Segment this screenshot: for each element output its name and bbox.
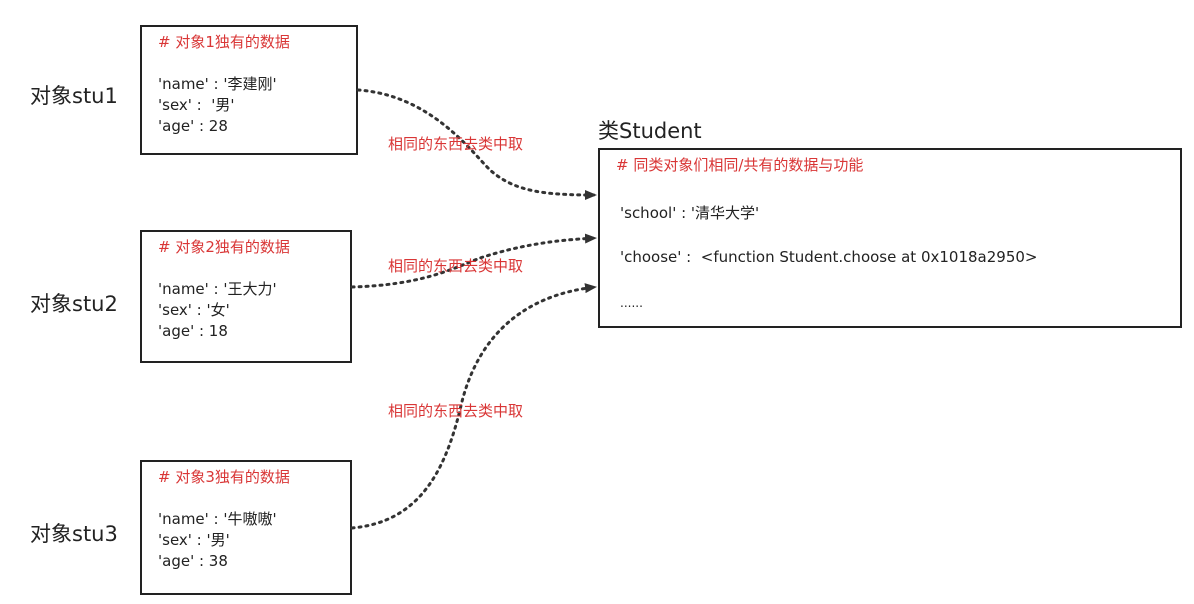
connector-stu1: [356, 88, 598, 200]
arrow-label-2: 相同的东西去类中取: [388, 257, 524, 275]
object-box-stu2: # 对象2独有的数据 'name' : '王大力' 'sex' : '女' 'a…: [140, 230, 352, 363]
object-label-stu3: 对象stu3: [30, 522, 118, 546]
object-attr-sex: 'sex' : '女': [158, 301, 230, 319]
connector-stu3: [350, 283, 598, 530]
object-attr-name: 'name' : '李建刚': [158, 75, 277, 93]
object-label-stu2: 对象stu2: [30, 292, 118, 316]
class-comment: # 同类对象们相同/共有的数据与功能: [616, 156, 864, 174]
class-attr-ellipsis: ......: [620, 296, 643, 310]
arrow-label-3: 相同的东西去类中取: [388, 402, 524, 420]
object-attr-age: 'age' : 18: [158, 322, 228, 340]
object-comment: # 对象1独有的数据: [158, 33, 290, 51]
arrow-label-1: 相同的东西去类中取: [388, 135, 524, 153]
object-attr-age: 'age' : 38: [158, 552, 228, 570]
object-attr-sex: 'sex' : '男': [158, 96, 235, 114]
object-label-stu1: 对象stu1: [30, 84, 118, 108]
class-box-student: # 同类对象们相同/共有的数据与功能 'school' : '清华大学' 'ch…: [598, 148, 1182, 328]
object-attr-sex: 'sex' : '男': [158, 531, 230, 549]
object-attr-age: 'age' : 28: [158, 117, 228, 135]
object-comment: # 对象2独有的数据: [158, 238, 290, 256]
class-title: 类Student: [598, 119, 702, 143]
object-attr-name: 'name' : '王大力': [158, 280, 277, 298]
connector-stu2: [350, 233, 598, 289]
class-attr-school: 'school' : '清华大学': [620, 204, 760, 222]
object-comment: # 对象3独有的数据: [158, 468, 290, 486]
object-box-stu3: # 对象3独有的数据 'name' : '牛嗷嗷' 'sex' : '男' 'a…: [140, 460, 352, 595]
class-attr-choose: 'choose' : <function Student.choose at 0…: [620, 248, 1038, 266]
object-attr-name: 'name' : '牛嗷嗷': [158, 510, 277, 528]
